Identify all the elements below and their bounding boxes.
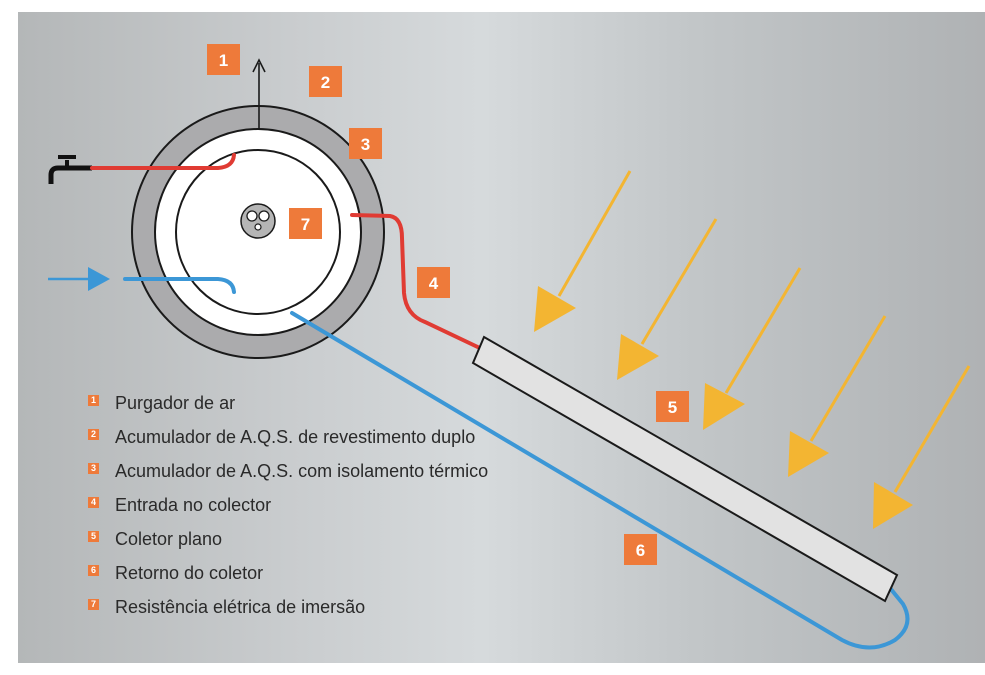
tap-icon [48,155,92,184]
legend: 1 Purgador de ar 2 Acumulador de A.Q.S. … [88,388,508,626]
flat-plate-collector [471,335,899,603]
badge-2: 2 [309,66,342,97]
badge-1: 1 [207,44,240,75]
svg-text:4: 4 [429,274,439,293]
legend-number: 1 [88,395,99,406]
legend-item-6: 6 Retorno do coletor [88,558,508,588]
legend-label: Acumulador de A.Q.S. com isolamento térm… [115,461,489,481]
legend-label: Coletor plano [115,529,223,549]
svg-text:1: 1 [219,51,228,70]
svg-text:7: 7 [301,215,310,234]
badge-6: 6 [624,534,657,565]
legend-label: Purgador de ar [115,393,236,413]
badge-4: 4 [417,267,450,298]
hot-water-outlet-pipe [90,153,236,170]
arrow-up-icon [252,58,266,130]
cold-water-inlet-pipe [123,277,236,294]
legend-number: 4 [88,497,99,508]
legend-number: 2 [88,429,99,440]
legend-item-1: 1 Purgador de ar [88,388,508,418]
legend-label: Acumulador de A.Q.S. de revestimento dup… [115,427,476,447]
svg-text:6: 6 [636,541,645,560]
legend-label: Retorno do coletor [115,563,264,583]
legend-item-7: 7 Resistência elétrica de imersão [88,592,508,622]
collector-feed-pipe [350,213,486,352]
collector-return-pipe [290,311,910,650]
badge-7: 7 [289,208,322,239]
sun-ray-arrow-icon [534,170,971,529]
heating-element-icon [240,203,276,239]
svg-text:3: 3 [361,135,370,154]
legend-number: 3 [88,463,99,474]
legend-label: Resistência elétrica de imersão [115,597,366,617]
arrow-right-icon [48,267,110,291]
legend-label: Entrada no colector [115,495,272,515]
svg-text:5: 5 [668,398,677,417]
legend-item-2: 2 Acumulador de A.Q.S. de revestimento d… [88,422,508,452]
legend-item-3: 3 Acumulador de A.Q.S. com isolamento té… [88,456,508,486]
legend-item-5: 5 Coletor plano [88,524,508,554]
svg-text:2: 2 [321,73,330,92]
legend-number: 7 [88,599,99,610]
legend-number: 5 [88,531,99,542]
legend-number: 6 [88,565,99,576]
badge-3: 3 [349,128,382,159]
badge-5: 5 [656,391,689,422]
legend-item-4: 4 Entrada no colector [88,490,508,520]
